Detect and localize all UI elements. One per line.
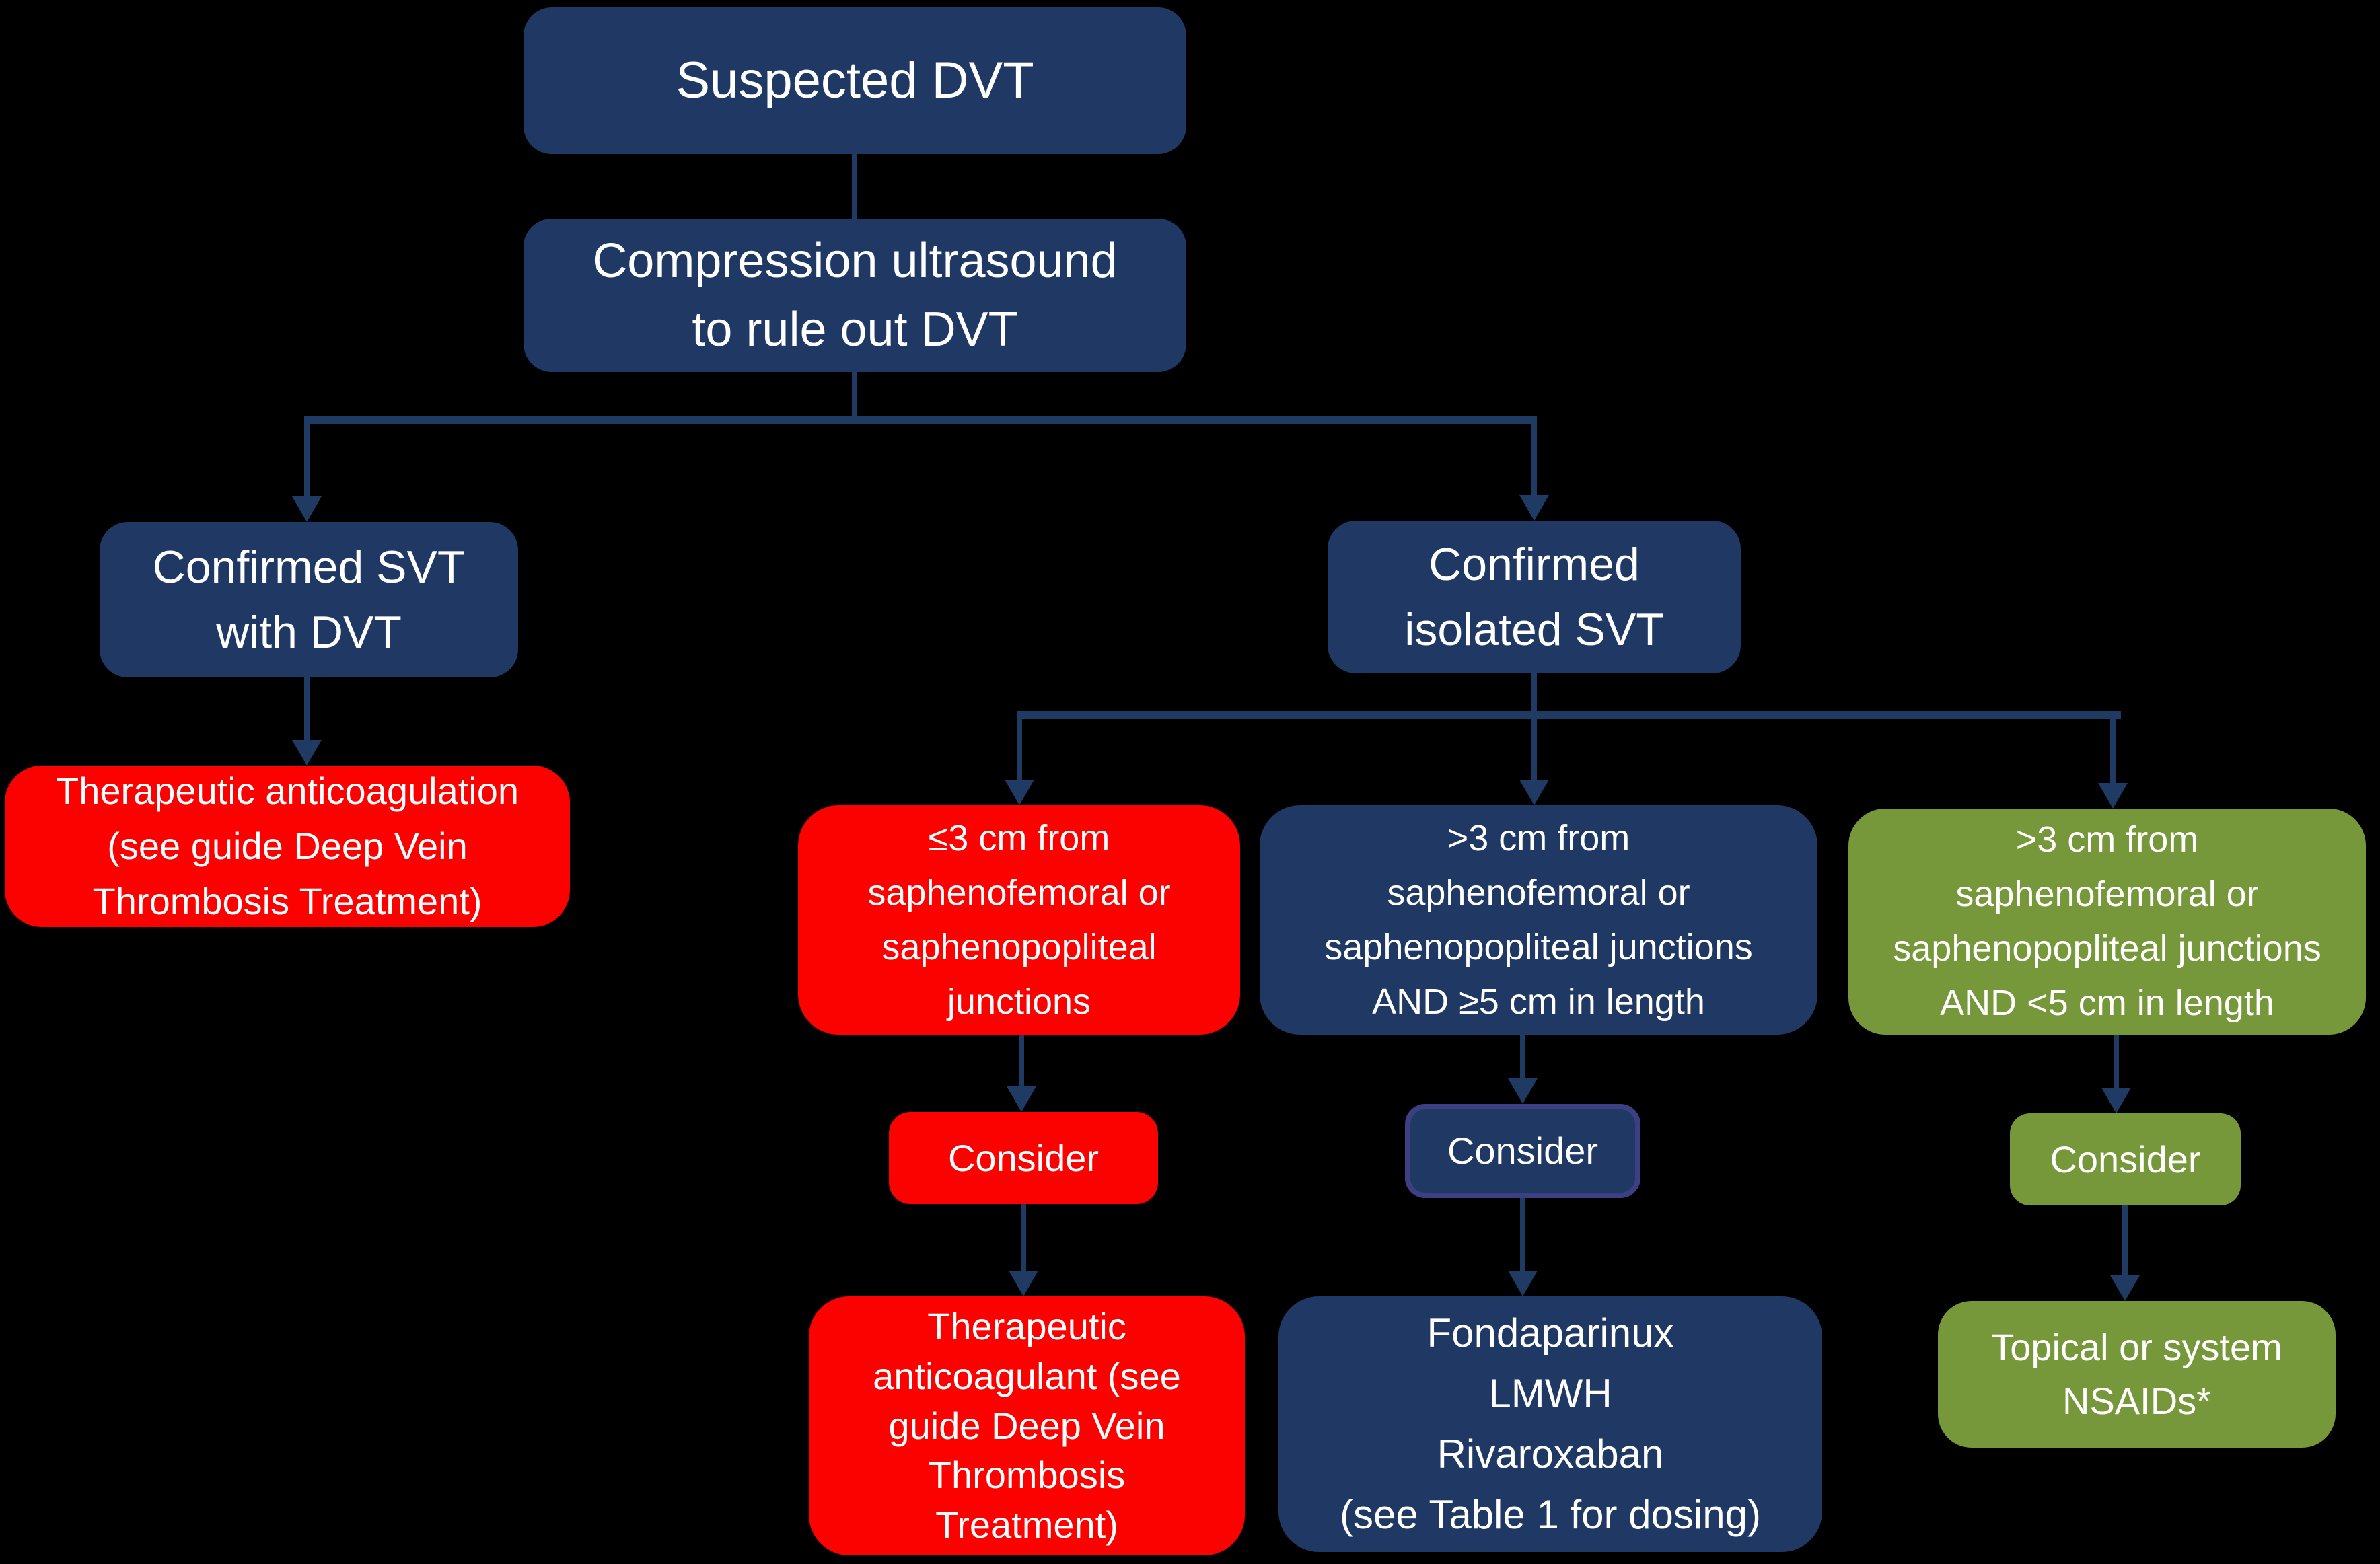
node-fondaparinux-lmwh-rivaroxaban-label: Fondaparinux LMWH Rivaroxaban (see Table… bbox=[1340, 1310, 1761, 1537]
node-therapeutic-anticoagulant-label: Therapeutic anticoagulant (see guide Dee… bbox=[873, 1304, 1181, 1547]
node-fondaparinux-lmwh-rivaroxaban: Fondaparinux LMWH Rivaroxaban (see Table… bbox=[1278, 1296, 1822, 1552]
arrowhead-anticoagulation bbox=[292, 740, 322, 766]
node-confirmed-isolated-svt-label: Confirmed isolated SVT bbox=[1404, 538, 1664, 655]
connector-consider-green-to-nsaids bbox=[2122, 1205, 2128, 1275]
connector-ge5cm-to-consider bbox=[1520, 1035, 1525, 1079]
node-compression-ultrasound-label: Compression ultrasound to rule out DVT bbox=[592, 233, 1118, 357]
connector-compression-stem bbox=[852, 371, 857, 420]
connector-drop-confirmed-svt bbox=[304, 416, 310, 498]
connector-isolated-stem bbox=[1531, 673, 1537, 715]
node-consider-le3cm-label: Consider bbox=[947, 1136, 1099, 1179]
connector-branch2-bar bbox=[1017, 711, 2121, 719]
node-gt3cm-ge5cm-label: >3 cm from saphenofemoral or saphenopopl… bbox=[1324, 817, 1753, 1022]
arrowhead-nsaids bbox=[2110, 1275, 2140, 1301]
arrowhead-consider-red bbox=[1007, 1086, 1036, 1112]
connector-svtdvt-to-anticoagulation bbox=[304, 677, 310, 743]
connector-drop-ge5cm bbox=[1531, 711, 1537, 782]
connector-branch1-bar bbox=[304, 416, 1537, 424]
connector-suspected-to-compression bbox=[852, 154, 857, 219]
node-gt3cm-lt5cm: >3 cm from saphenofemoral or saphenopopl… bbox=[1848, 809, 2366, 1035]
node-consider-gt3-ge5: Consider bbox=[1405, 1104, 1640, 1198]
arrowhead-le3cm bbox=[1005, 780, 1034, 805]
node-confirmed-svt-with-dvt-label: Confirmed SVT with DVT bbox=[152, 541, 466, 658]
arrowhead-lt5cm bbox=[2098, 783, 2128, 809]
connector-le3cm-to-consider bbox=[1019, 1035, 1024, 1087]
node-suspected-dvt-label: Suspected DVT bbox=[676, 52, 1034, 110]
node-compression-ultrasound: Compression ultrasound to rule out DVT bbox=[524, 219, 1186, 372]
node-consider-gt3-lt5: Consider bbox=[2010, 1113, 2241, 1205]
node-consider-gt3-lt5-label: Consider bbox=[2050, 1138, 2201, 1181]
node-topical-nsaids-label: Topical or system NSAIDs* bbox=[1991, 1326, 2282, 1422]
node-le3cm-junctions: ≤3 cm from saphenofemoral or saphenopopl… bbox=[798, 805, 1240, 1035]
connector-drop-le3cm bbox=[1017, 711, 1022, 782]
node-consider-gt3-ge5-label: Consider bbox=[1447, 1129, 1599, 1172]
node-le3cm-junctions-label: ≤3 cm from saphenofemoral or saphenopopl… bbox=[867, 817, 1171, 1022]
arrowhead-consider-green bbox=[2101, 1088, 2131, 1113]
node-topical-nsaids: Topical or system NSAIDs* bbox=[1938, 1301, 2336, 1448]
node-therapeutic-anticoagulation: Therapeutic anticoagulation (see guide D… bbox=[5, 766, 570, 927]
arrowhead-isolated-svt bbox=[1519, 495, 1549, 521]
connector-consider-red-to-anticoagulant bbox=[1021, 1204, 1026, 1271]
node-therapeutic-anticoagulant: Therapeutic anticoagulant (see guide Dee… bbox=[809, 1296, 1245, 1555]
node-confirmed-isolated-svt: Confirmed isolated SVT bbox=[1328, 521, 1741, 673]
node-gt3cm-lt5cm-label: >3 cm from saphenofemoral or saphenopopl… bbox=[1893, 819, 2321, 1023]
arrowhead-consider-navy bbox=[1508, 1078, 1538, 1104]
node-consider-le3cm: Consider bbox=[889, 1112, 1158, 1204]
connector-lt5cm-to-consider bbox=[2114, 1035, 2119, 1088]
node-confirmed-svt-with-dvt: Confirmed SVT with DVT bbox=[100, 522, 518, 677]
node-therapeutic-anticoagulation-label: Therapeutic anticoagulation (see guide D… bbox=[55, 770, 519, 922]
arrowhead-ge5cm bbox=[1519, 780, 1549, 805]
node-suspected-dvt: Suspected DVT bbox=[524, 7, 1186, 154]
node-gt3cm-ge5cm: >3 cm from saphenofemoral or saphenopopl… bbox=[1260, 805, 1817, 1035]
arrowhead-confirmed-svt bbox=[292, 496, 322, 522]
connector-consider-navy-to-drugs bbox=[1520, 1198, 1525, 1271]
connector-drop-lt5cm bbox=[2110, 711, 2116, 785]
connector-drop-isolated-svt bbox=[1531, 416, 1537, 498]
arrowhead-anticoagulant bbox=[1009, 1271, 1038, 1296]
arrowhead-drugs bbox=[1508, 1271, 1538, 1296]
